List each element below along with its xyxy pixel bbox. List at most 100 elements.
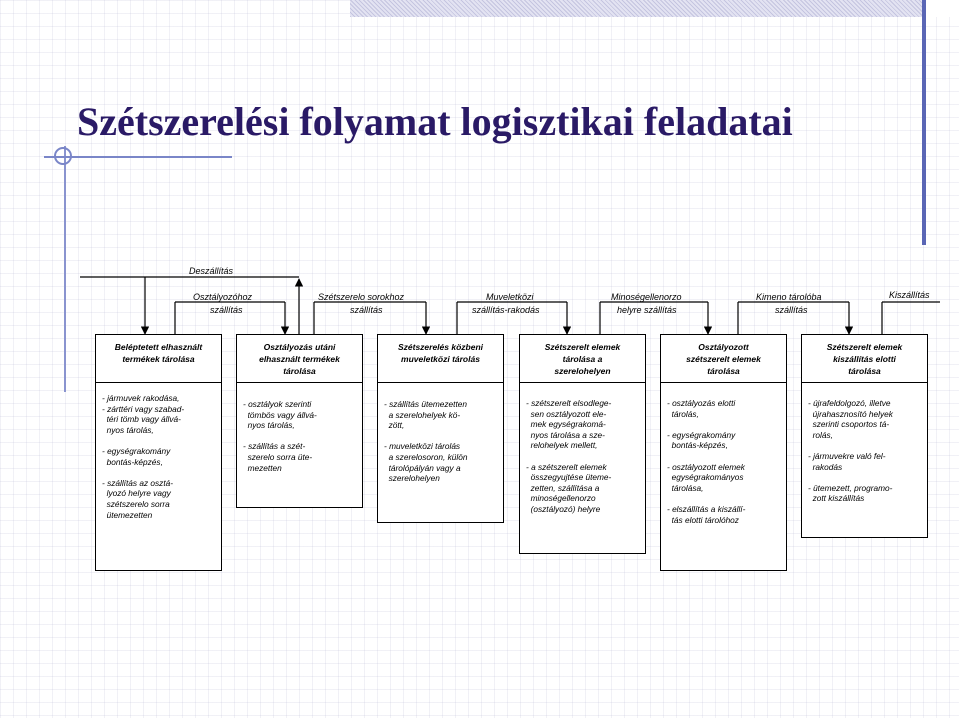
box-6-body-line: - ütemezett, programo- — [808, 482, 893, 493]
box-5-head-line: Osztályozott — [698, 342, 749, 352]
right-decor-bar — [922, 0, 926, 245]
box-2-body-line: - osztályok szerinti — [243, 399, 312, 409]
process-box-6: Szétszerelt elemek kiszállítás elotti tá… — [801, 334, 928, 538]
label-t2-line1: Szétszerelo sorokhoz — [318, 292, 405, 302]
box-1-body-line — [102, 435, 218, 446]
label-kiszallitas: Kiszállítás — [889, 290, 930, 300]
box-5-body-line: tárolás, — [667, 408, 699, 419]
process-box-1: Beléptetett elhasznált termékek tárolása… — [95, 334, 222, 571]
process-box-2: Osztályozás utáni elhasznált termékek tá… — [236, 334, 363, 508]
process-box-5: Osztályozott szétszerelt elemek tárolása… — [660, 334, 787, 571]
box-5-body-line: tárolása, — [667, 482, 704, 493]
box-4-body-line: minoségellenorzo — [526, 493, 596, 504]
box-5-body: - osztályozás elotti tárolás, - egységra… — [667, 398, 783, 525]
box-6-body-line: rolás, — [808, 429, 833, 440]
box-5-body-line: - osztályozott elemek — [667, 461, 745, 472]
box-1-body-line: téri tömb vagy állvá- — [102, 414, 181, 425]
process-box-3: Szétszerelés közbeni muveletközi tárolás… — [377, 334, 504, 523]
box-2-body-line: tömbös vagy állvá- — [243, 409, 317, 420]
label-t2-line2: szállítás — [350, 305, 383, 315]
box-6-head-line: tárolása — [848, 366, 881, 376]
box-3-body-line: szerelohelyen — [384, 473, 440, 484]
box-5-body-line: egységrakományos — [667, 472, 744, 483]
box-3-body-line: zött, — [384, 420, 405, 431]
box-1-body-line: - zárttéri vagy szabad- — [102, 403, 185, 414]
box-6-body-line: szerinti csoportos tá- — [808, 419, 890, 430]
box-4-head-line: szerelohelyen — [554, 366, 611, 376]
box-2-body-line: mezetten — [243, 462, 282, 473]
box-2-body-line — [243, 431, 359, 442]
label-t5-line2: szállítás — [775, 305, 808, 315]
box-5-body-line: - egységrakomány — [667, 429, 736, 440]
label-t5-line1: Kimeno tárolóba — [756, 292, 822, 302]
box-2-head-line: Osztályozás utáni — [263, 342, 336, 352]
top-decor-band — [350, 0, 925, 17]
box-4-body-line: relohelyek mellett, — [526, 440, 598, 451]
box-1-body-line: lyozó helyre vagy — [102, 488, 171, 499]
box-3-body-line: a szerelosoron, külön — [384, 451, 468, 462]
box-3-head-line: muveletközi tárolás — [401, 354, 480, 364]
box-1-head-line: termékek tárolása — [122, 354, 195, 364]
process-box-4: Szétszerelt elemek tárolása a szerelohel… — [519, 334, 646, 554]
label-deszallitas: Deszállítás — [189, 266, 234, 276]
box-5-body-line — [667, 451, 783, 462]
box-5-body-line — [667, 419, 783, 430]
title-underline — [44, 156, 232, 158]
box-4-head-line: tárolása a — [562, 354, 603, 364]
box-5-header: Osztályozott szétszerelt elemek tárolása — [661, 335, 786, 383]
box-1-body-line: nyos tárolás, — [102, 424, 154, 435]
box-5-body-line: - elszállítás a kiszállí- — [667, 503, 746, 514]
box-6-body-line — [808, 440, 924, 451]
box-1-body-line: bontás-képzés, — [102, 456, 163, 467]
box-4-body-line: zetten, szállítása a — [526, 482, 600, 493]
label-t4-line2: helyre szállítás — [617, 305, 677, 315]
box-5-body-line: tás elotti tárolóhoz — [667, 514, 739, 525]
box-6-body-line: rakodás — [808, 461, 843, 472]
title-decor-circle — [54, 147, 72, 165]
box-6-body-line: - újrafeldolgozó, illetve — [808, 398, 891, 408]
box-3-body-line: a szerelohelyek kö- — [384, 409, 461, 420]
box-1-body-line — [102, 467, 218, 478]
box-2-head-line: tárolása — [283, 366, 316, 376]
box-4-body-line: összegyujtése üteme- — [526, 472, 612, 483]
label-t1-line1: Osztályozóhoz — [193, 292, 253, 302]
box-2-body-line: nyos tárolás, — [243, 420, 295, 431]
box-4-body: - szétszerelt elsodlege- sen osztályozot… — [526, 398, 642, 515]
box-6-body: - újrafeldolgozó, illetve újrahasznosító… — [808, 398, 924, 504]
box-4-head-line: Szétszerelt elemek — [544, 342, 621, 352]
box-3-body-line: - szállítás ütemezetten — [384, 399, 468, 409]
box-2-body: - osztályok szerinti tömbös vagy állvá- … — [243, 399, 359, 473]
box-4-header: Szétszerelt elemek tárolása a szerelohel… — [520, 335, 645, 383]
box-5-body-line: bontás-képzés, — [667, 440, 728, 451]
box-4-body-line: (osztályozó) helyre — [526, 503, 601, 514]
box-1-header: Beléptetett elhasznált termékek tárolása — [96, 335, 221, 383]
slide-title: Szétszerelési folyamat logisztikai felad… — [77, 99, 793, 144]
left-decor-rule — [64, 146, 66, 392]
box-6-body-line: zott kiszállítás — [808, 493, 865, 504]
box-3-body-line: tárolópályán vagy a — [384, 462, 461, 473]
box-6-body-line: újrahasznosító helyek — [808, 408, 893, 419]
box-4-body-line: - a szétszerelt elemek — [526, 461, 607, 472]
box-5-head-line: szétszerelt elemek — [686, 354, 761, 364]
label-t1-line2: szállítás — [210, 305, 243, 315]
box-6-head-line: kiszállítás elotti — [833, 354, 896, 364]
box-1-body-line: szétszerelo sorra — [102, 498, 170, 509]
label-t3-line2: szállítás-rakodás — [472, 305, 540, 315]
corner-decor — [922, 0, 959, 17]
box-1-head-line: Beléptetett elhasznált — [114, 342, 203, 352]
box-3-body-line — [384, 431, 500, 442]
box-4-body-line — [526, 451, 642, 462]
box-3-head-line: Szétszerelés közbeni — [397, 342, 484, 352]
box-3-body: - szállítás ütemezetten a szerelohelyek … — [384, 399, 500, 484]
box-6-body-line — [808, 472, 924, 483]
box-2-body-line: szerelo sorra üte- — [243, 451, 313, 462]
box-1-body: - jármuvek rakodása, - zárttéri vagy sza… — [102, 393, 218, 520]
box-6-body-line: - jármuvekre való fel- — [808, 450, 886, 461]
box-5-body-line — [667, 493, 783, 504]
box-4-body-line: sen osztályozott ele- — [526, 408, 607, 419]
box-2-body-line: - szállítás a szét- — [243, 441, 306, 452]
box-1-body-line: - szállítás az osztá- — [102, 477, 174, 488]
box-1-body-line: - egységrakomány — [102, 445, 171, 456]
box-4-body-line: mek egységrakomá- — [526, 419, 606, 430]
